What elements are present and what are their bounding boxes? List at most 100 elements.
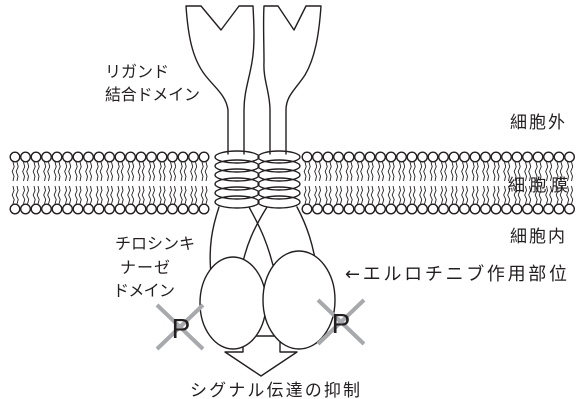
lipid-head <box>115 152 125 162</box>
lipid-tail <box>319 186 321 204</box>
ligand-binding-domain-label-line2: 結合ドメイン <box>105 85 200 104</box>
lipid-head <box>512 152 522 162</box>
lipid-tail <box>340 186 342 204</box>
lipid-head <box>136 204 146 214</box>
lipid-head <box>544 204 554 214</box>
lipid-head <box>31 204 41 214</box>
lipid-head <box>407 204 417 214</box>
lipid-tail <box>392 162 394 181</box>
lipid-head <box>313 152 323 162</box>
lipid-head <box>334 204 344 214</box>
lipid-tail <box>195 186 197 204</box>
lipid-head <box>73 152 83 162</box>
lipid-tail <box>86 186 88 204</box>
lipid-head <box>63 152 73 162</box>
lipid-tail <box>451 186 453 204</box>
lipid-head <box>533 204 543 214</box>
lipid-tail <box>346 186 348 204</box>
lipid-tail <box>48 186 50 204</box>
lipid-tail <box>69 162 71 181</box>
lipid-head <box>344 152 354 162</box>
lipid-tail <box>75 186 77 204</box>
lipid-tail <box>132 162 134 181</box>
lipid-tail <box>33 162 35 181</box>
lipid-tail <box>466 186 468 204</box>
lipid-tail <box>174 162 176 181</box>
lipid-head <box>42 152 52 162</box>
lipid-tail <box>132 186 134 204</box>
lipid-tail <box>315 186 317 204</box>
lipid-head <box>178 204 188 214</box>
lipid-head <box>52 152 62 162</box>
lipid-head <box>386 204 396 214</box>
lipid-tail <box>346 162 348 181</box>
lipid-head <box>397 152 407 162</box>
lipid-tail <box>455 186 457 204</box>
lipid-tail <box>159 186 161 204</box>
lipid-tail <box>525 162 527 181</box>
lipid-tail <box>48 162 50 181</box>
lipid-head <box>439 204 449 214</box>
lipid-head <box>365 204 375 214</box>
lipid-tail <box>466 162 468 181</box>
lipid-head <box>10 204 20 214</box>
lipid-head <box>334 152 344 162</box>
lipid-head <box>84 204 94 214</box>
lipid-tail <box>420 186 422 204</box>
lipid-tail <box>23 186 25 204</box>
lipid-tail <box>462 162 464 181</box>
lipid-tail <box>304 186 306 204</box>
lipid-head <box>147 152 157 162</box>
erlotinib-site-label: ←エルロチニブ作用部位 <box>345 263 567 285</box>
lipid-tail <box>476 186 478 204</box>
lipid-head <box>168 204 178 214</box>
lipid-tail <box>487 162 489 181</box>
lipid-tail <box>357 186 359 204</box>
lipid-tail <box>142 186 144 204</box>
lipid-head <box>42 204 52 214</box>
lipid-tail <box>399 186 401 204</box>
lipid-head <box>105 152 115 162</box>
lipid-tail <box>403 186 405 204</box>
lipid-head <box>147 204 157 214</box>
lipid-tail <box>329 162 331 181</box>
lipid-tail <box>325 162 327 181</box>
lipid-tail <box>403 162 405 181</box>
lipid-tail <box>170 186 172 204</box>
lipid-tail <box>195 162 197 181</box>
lipid-head <box>439 152 449 162</box>
lipid-head <box>189 204 199 214</box>
lipid-tail <box>111 162 113 181</box>
lipid-head <box>565 152 575 162</box>
lipid-head <box>481 152 491 162</box>
lipid-tail <box>315 162 317 181</box>
lipid-tail <box>367 162 369 181</box>
lipid-tail <box>382 186 384 204</box>
lipid-tail <box>111 186 113 204</box>
lipid-tail <box>54 186 56 204</box>
lipid-head <box>73 204 83 214</box>
lipid-tail <box>90 186 92 204</box>
lipid-head <box>126 204 136 214</box>
lipid-tail <box>434 186 436 204</box>
lipid-tail <box>58 162 60 181</box>
lipid-head <box>199 152 209 162</box>
transmembrane-helix-left <box>215 151 259 208</box>
blocked-phosphorylation-left: P <box>157 305 203 349</box>
lipid-tail <box>378 186 380 204</box>
lipid-tail <box>149 162 151 181</box>
lipid-tail <box>336 186 338 204</box>
lipid-tail <box>340 162 342 181</box>
lipid-tail <box>462 186 464 204</box>
lipid-tail <box>497 186 499 204</box>
lipid-tail <box>44 162 46 181</box>
lipid-tail <box>180 186 182 204</box>
tyrosine-kinase-domain-label-line1: チロシンキ <box>115 234 195 253</box>
lipid-tail <box>409 186 411 204</box>
lipid-head <box>323 152 333 162</box>
lipid-tail <box>205 186 207 204</box>
lipid-tail <box>424 162 426 181</box>
lipid-tail <box>451 162 453 181</box>
lipid-tail <box>33 186 35 204</box>
cell-membrane-label: 細胞膜 <box>508 176 568 196</box>
